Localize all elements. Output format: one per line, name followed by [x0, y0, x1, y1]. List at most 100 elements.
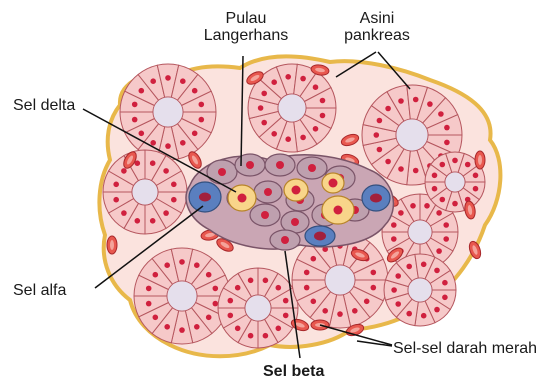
acinar-nucleus — [228, 298, 234, 304]
beta-cell — [250, 204, 280, 226]
acinar-nucleus — [413, 168, 419, 174]
acinar-nucleus — [192, 131, 198, 137]
acinar-nucleus — [271, 79, 277, 85]
label-asini-pankreas: Asini pankreas — [332, 10, 422, 44]
acinar-nucleus — [132, 102, 138, 108]
acinar-nucleus — [179, 327, 185, 333]
acinus — [384, 254, 456, 326]
acinar-nucleus — [150, 78, 156, 84]
acinus — [120, 64, 216, 160]
beta-cell-nucleus — [308, 164, 316, 172]
acinar-nucleus — [385, 159, 391, 165]
acinar-nucleus — [427, 101, 433, 107]
acinar-nucleus — [165, 143, 171, 149]
acinar-nucleus — [398, 166, 404, 172]
acinar-nucleus — [283, 298, 289, 304]
acinar-nucleus — [121, 168, 127, 174]
alpha-cell — [362, 185, 390, 211]
acinar-nucleus — [406, 311, 412, 317]
acinar-nucleus — [213, 286, 219, 292]
acinus-lumen — [325, 265, 355, 295]
acinar-nucleus — [180, 78, 186, 84]
beta-cell-nucleus — [264, 188, 272, 196]
acinar-nucleus — [276, 285, 282, 291]
acinar-nucleus — [163, 210, 169, 216]
acinar-nucleus — [285, 74, 291, 80]
acinar-nucleus — [444, 125, 450, 131]
beta-cell — [235, 154, 265, 176]
acinar-nucleus — [150, 160, 156, 166]
acinar-nucleus — [311, 256, 317, 262]
acinar-nucleus — [153, 272, 159, 278]
alpha-cell-nucleus — [370, 194, 382, 203]
acinar-nucleus — [113, 182, 119, 188]
acinar-nucleus — [442, 280, 448, 286]
acinar-nucleus — [377, 147, 383, 153]
beta-cell-nucleus — [246, 161, 254, 169]
acinar-nucleus — [434, 307, 440, 313]
acinar-nucleus — [473, 173, 479, 179]
acinar-nucleus — [442, 295, 448, 301]
acinar-nucleus — [150, 218, 156, 224]
acinar-nucleus — [163, 168, 169, 174]
acinar-nucleus — [263, 333, 269, 339]
alpha-cell — [305, 226, 335, 246]
acinar-nucleus — [371, 270, 377, 276]
acinar-nucleus — [165, 75, 171, 81]
red-blood-cell — [475, 151, 485, 169]
acinar-nucleus — [164, 262, 170, 268]
acinar-nucleus — [179, 259, 185, 265]
acinar-nucleus — [228, 313, 234, 319]
acinar-nucleus — [121, 210, 127, 216]
beta-cell — [254, 181, 282, 203]
beta-cell-nucleus — [261, 211, 269, 219]
red-blood-cell-center — [478, 155, 482, 165]
acinar-nucleus — [180, 140, 186, 146]
acinar-nucleus — [263, 278, 269, 284]
acinar-nucleus — [171, 197, 177, 203]
acinar-nucleus — [194, 262, 200, 268]
acinar-nucleus — [139, 131, 145, 137]
label-pulau-langerhans: Pulau Langerhans — [196, 10, 296, 44]
acinar-nucleus — [146, 301, 152, 307]
acinus-lumen — [408, 220, 432, 244]
acinar-nucleus — [395, 273, 401, 279]
acinar-nucleus — [421, 313, 427, 319]
acinar-nucleus — [406, 264, 412, 270]
delta-cell-nucleus — [334, 206, 343, 215]
beta-cell-nucleus — [291, 218, 299, 226]
acinar-nucleus — [304, 270, 310, 276]
acinus-lumen — [278, 94, 306, 122]
acinar-nucleus — [320, 98, 326, 104]
acinar-nucleus — [271, 131, 277, 137]
acinar-nucleus — [391, 287, 397, 293]
beta-cell-nucleus — [276, 161, 284, 169]
acinar-nucleus — [443, 236, 449, 242]
acinar-nucleus — [146, 286, 152, 292]
acinar-nucleus — [395, 301, 401, 307]
label-sel-alfa: Sel alfa — [13, 282, 66, 299]
acinar-nucleus — [440, 197, 446, 203]
acinar-nucleus — [385, 106, 391, 112]
acinar-nucleus — [452, 201, 458, 207]
acinar-nucleus — [398, 98, 404, 104]
acinar-nucleus — [206, 315, 212, 321]
beta-cell-nucleus — [218, 168, 226, 176]
acinar-nucleus — [171, 182, 177, 188]
label-sel-beta: Sel beta — [263, 363, 324, 380]
alpha-cell — [189, 182, 221, 212]
acinus-lumen — [167, 281, 197, 311]
acinar-nucleus — [443, 222, 449, 228]
beta-cell-nucleus — [281, 236, 289, 244]
acinar-nucleus — [322, 308, 328, 314]
acinar-nucleus — [206, 272, 212, 278]
label-sel-darah-merah: Sel-sel darah merah — [393, 340, 537, 357]
red-blood-cell — [107, 236, 117, 254]
acinar-nucleus — [473, 186, 479, 192]
alpha-cell-nucleus — [314, 232, 326, 241]
acinus-lumen — [408, 278, 432, 302]
acinar-nucleus — [132, 117, 138, 123]
acinar-nucleus — [352, 308, 358, 314]
